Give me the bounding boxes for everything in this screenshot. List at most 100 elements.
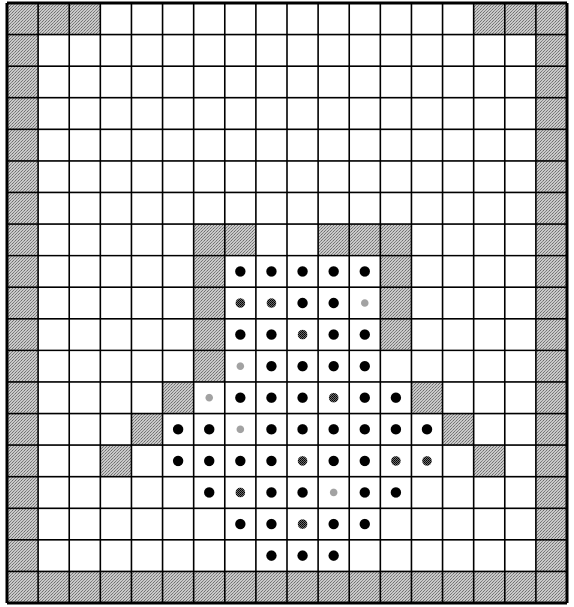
dot xyxy=(328,519,338,529)
shaded-cell xyxy=(318,571,349,603)
dot xyxy=(266,393,276,403)
shaded-cell xyxy=(443,571,474,603)
shaded-cell xyxy=(7,540,38,572)
dot xyxy=(328,266,338,276)
dot xyxy=(391,487,401,497)
dot xyxy=(297,298,307,308)
shaded-cell xyxy=(474,445,505,477)
shaded-cell xyxy=(131,414,162,446)
dot xyxy=(297,487,307,497)
shaded-cell xyxy=(7,414,38,446)
shaded-cell xyxy=(7,477,38,509)
shaded-cell xyxy=(256,571,287,603)
shaded-cell xyxy=(287,571,318,603)
shaded-cell xyxy=(7,129,38,161)
shaded-cell xyxy=(225,571,256,603)
dot xyxy=(235,266,245,276)
shaded-cell xyxy=(349,224,380,256)
dot xyxy=(297,393,307,403)
dot xyxy=(266,456,276,466)
shaded-cell xyxy=(536,66,567,98)
shaded-cell xyxy=(536,477,567,509)
shaded-cell xyxy=(69,3,100,35)
shaded-cell xyxy=(536,192,567,224)
shaded-cell xyxy=(194,256,225,288)
dot xyxy=(266,424,276,434)
dot xyxy=(235,519,245,529)
shaded-cell xyxy=(38,571,69,603)
dot-faint xyxy=(237,362,245,370)
dot xyxy=(360,329,370,339)
shaded-cell xyxy=(505,571,536,603)
shaded-cell xyxy=(536,382,567,414)
shaded-cell xyxy=(194,350,225,382)
shaded-cell xyxy=(349,571,380,603)
shaded-cell xyxy=(7,35,38,67)
shaded-cell xyxy=(536,287,567,319)
shaded-cell xyxy=(7,319,38,351)
shaded-cell xyxy=(7,508,38,540)
shaded-cell xyxy=(536,224,567,256)
dot xyxy=(235,393,245,403)
dot xyxy=(235,456,245,466)
shaded-cell xyxy=(69,571,100,603)
dot xyxy=(328,361,338,371)
shaded-cell xyxy=(7,161,38,193)
shaded-cell xyxy=(474,571,505,603)
dot xyxy=(173,424,183,434)
dot xyxy=(266,361,276,371)
shaded-cell xyxy=(536,350,567,382)
shaded-cell xyxy=(411,571,442,603)
dot xyxy=(297,266,307,276)
shaded-cell xyxy=(194,224,225,256)
shaded-cell xyxy=(380,571,411,603)
dot xyxy=(266,266,276,276)
shaded-cell xyxy=(536,161,567,193)
dot xyxy=(391,393,401,403)
dot xyxy=(360,361,370,371)
shaded-cell xyxy=(131,571,162,603)
dot-partial xyxy=(298,330,308,340)
shaded-cell xyxy=(380,224,411,256)
shaded-cell xyxy=(7,256,38,288)
dot-partial xyxy=(391,456,401,466)
dot-faint xyxy=(205,394,213,402)
shaded-cell xyxy=(7,350,38,382)
shaded-cell xyxy=(536,414,567,446)
dot xyxy=(266,329,276,339)
shaded-cell xyxy=(7,224,38,256)
dot xyxy=(328,298,338,308)
shaded-cell xyxy=(536,571,567,603)
shaded-cell xyxy=(505,3,536,35)
dot xyxy=(266,550,276,560)
shaded-cell xyxy=(7,66,38,98)
dot xyxy=(266,487,276,497)
dot xyxy=(297,424,307,434)
dot-partial xyxy=(267,298,277,308)
shaded-cell xyxy=(318,224,349,256)
dot xyxy=(360,456,370,466)
dot xyxy=(266,519,276,529)
dot xyxy=(173,456,183,466)
shaded-cell xyxy=(7,98,38,130)
dot xyxy=(391,424,401,434)
dot-partial xyxy=(422,456,432,466)
shaded-cell xyxy=(380,319,411,351)
dot-partial xyxy=(298,456,308,466)
dot xyxy=(204,456,214,466)
dot xyxy=(360,519,370,529)
shaded-cell xyxy=(163,382,194,414)
shaded-cell xyxy=(7,3,38,35)
dot xyxy=(422,424,432,434)
shaded-cell xyxy=(100,571,131,603)
dot-faint xyxy=(361,299,369,307)
dot xyxy=(328,329,338,339)
dot-partial xyxy=(236,488,246,498)
shaded-cell xyxy=(536,256,567,288)
dot xyxy=(328,456,338,466)
shaded-cell xyxy=(38,3,69,35)
shaded-cell xyxy=(536,129,567,161)
dot xyxy=(328,550,338,560)
dot-faint xyxy=(237,426,245,434)
dot-partial xyxy=(236,298,246,308)
